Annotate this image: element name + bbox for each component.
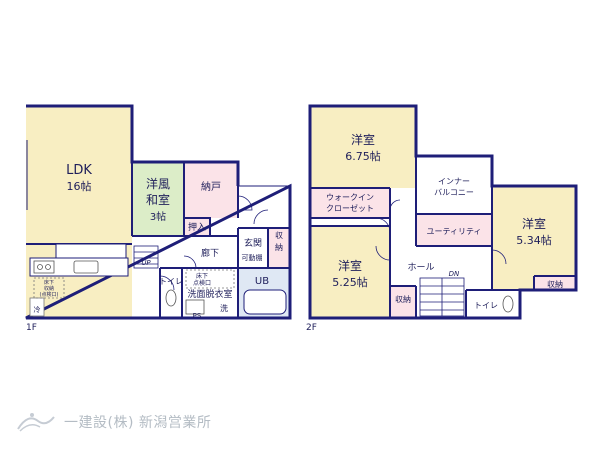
doors-2f [375, 199, 507, 265]
rouka-name: 廊下 [201, 247, 219, 259]
inspection-hatch-line2: 点検口 [193, 279, 211, 287]
walkin-area [310, 188, 390, 218]
company-name: 一建設(株) 新潟営業所 [64, 415, 212, 431]
japanese-room-area [132, 162, 184, 236]
inner-balcony-line1: インナー [438, 177, 470, 186]
toilet-name-2f: トイレ [474, 301, 498, 310]
stove-icon [33, 260, 55, 274]
vanity-icon [185, 299, 205, 315]
nando-area [184, 162, 238, 218]
hall-name: ホール [407, 262, 434, 273]
ps-name: PS [193, 312, 202, 320]
company-logo-icon [17, 413, 55, 432]
west3-area [310, 226, 390, 318]
doors-1f [159, 195, 269, 291]
burner-icon [45, 264, 51, 270]
ub-name: UB [255, 276, 269, 287]
west1-name: 洋室 [351, 132, 375, 147]
oshiire-name: 押入 [188, 221, 206, 233]
ldk-name: LDK [66, 163, 92, 178]
west1-size: 6.75帖 [345, 150, 381, 163]
storage-left-name: 収納 [395, 294, 411, 304]
outer-wall-2f [308, 104, 578, 320]
storage-left-area [390, 286, 416, 318]
up-arrow-label: UP [141, 259, 151, 267]
walkin-line2: クローゼット [326, 203, 374, 213]
west2-size: 5.34帖 [516, 234, 552, 247]
floor-1f: LDK 16帖 洋風 和室 3帖 納戸 押入 廊下 玄関 可動棚 収 納 トイレ… [25, 104, 292, 333]
japanese-room-name-line2: 和室 [146, 192, 170, 207]
west3-name: 洋室 [338, 258, 362, 273]
toilet-icon [502, 295, 514, 313]
sink-icon [73, 260, 99, 274]
nando-name: 納戸 [201, 180, 221, 193]
windows-2f [310, 104, 578, 300]
footer: 一建設(株) 新潟営業所 [14, 404, 211, 440]
storage-right-area [534, 276, 576, 290]
dn-arrow-label: DN [449, 270, 460, 278]
floor-hatch-line2: 収納 [44, 285, 54, 292]
stairs-1f [133, 245, 159, 269]
genkan-storage-line2: 納 [275, 242, 283, 252]
ldk-size: 16帖 [67, 180, 92, 193]
west2-name: 洋室 [522, 216, 546, 231]
utility-area [416, 214, 492, 246]
genkan-storage-area [268, 228, 290, 268]
senmen-name: 洗面脱衣室 [187, 288, 232, 300]
japanese-room-name-line1: 洋風 [146, 176, 170, 191]
west2-area [492, 186, 576, 290]
floor-2f-label: 2F [306, 323, 317, 333]
west1-area [310, 106, 416, 188]
interior-walls-2f [310, 156, 576, 318]
bathtub-icon [243, 289, 287, 315]
oshiire-area [184, 218, 210, 236]
fridge-label: 冷 [34, 305, 41, 314]
toilet-icon [165, 289, 177, 307]
utility-name: ユーティリティ [426, 227, 481, 236]
floor-hatch-outline [33, 277, 65, 299]
burner-icon [37, 264, 43, 270]
genkan-storage-line1: 収 [275, 230, 283, 240]
stairs-2f [419, 277, 465, 317]
floor-hatch-line1: 床下 [44, 279, 54, 286]
interior-walls-1f [26, 162, 290, 318]
floor-hatch-line3: (点検口) [40, 291, 59, 298]
wash-name: 洗 [220, 303, 228, 313]
genkan-name: 玄関 [244, 237, 262, 249]
west3-size: 5.25帖 [332, 276, 368, 289]
kitchen-counter [55, 243, 127, 259]
floor-2f: 洋室 6.75帖 ウォークイン クローゼット インナー バルコニー 洋室 5.3… [306, 104, 578, 333]
walkin-line1: ウォークイン [326, 193, 374, 202]
toilet-name-1f: トイレ [159, 277, 183, 286]
japanese-room-size: 3帖 [150, 210, 166, 223]
floor-1f-label: 1F [26, 323, 37, 333]
windows-1f [26, 104, 230, 210]
inspection-hatch-outline [185, 269, 235, 289]
ldk-area [26, 106, 132, 318]
inner-balcony-line2: バルコニー [434, 188, 474, 197]
storage-right-name: 収納 [547, 279, 563, 289]
kadoutana-label: 可動棚 [242, 253, 263, 262]
inspection-hatch-line1: 床下 [196, 272, 208, 280]
